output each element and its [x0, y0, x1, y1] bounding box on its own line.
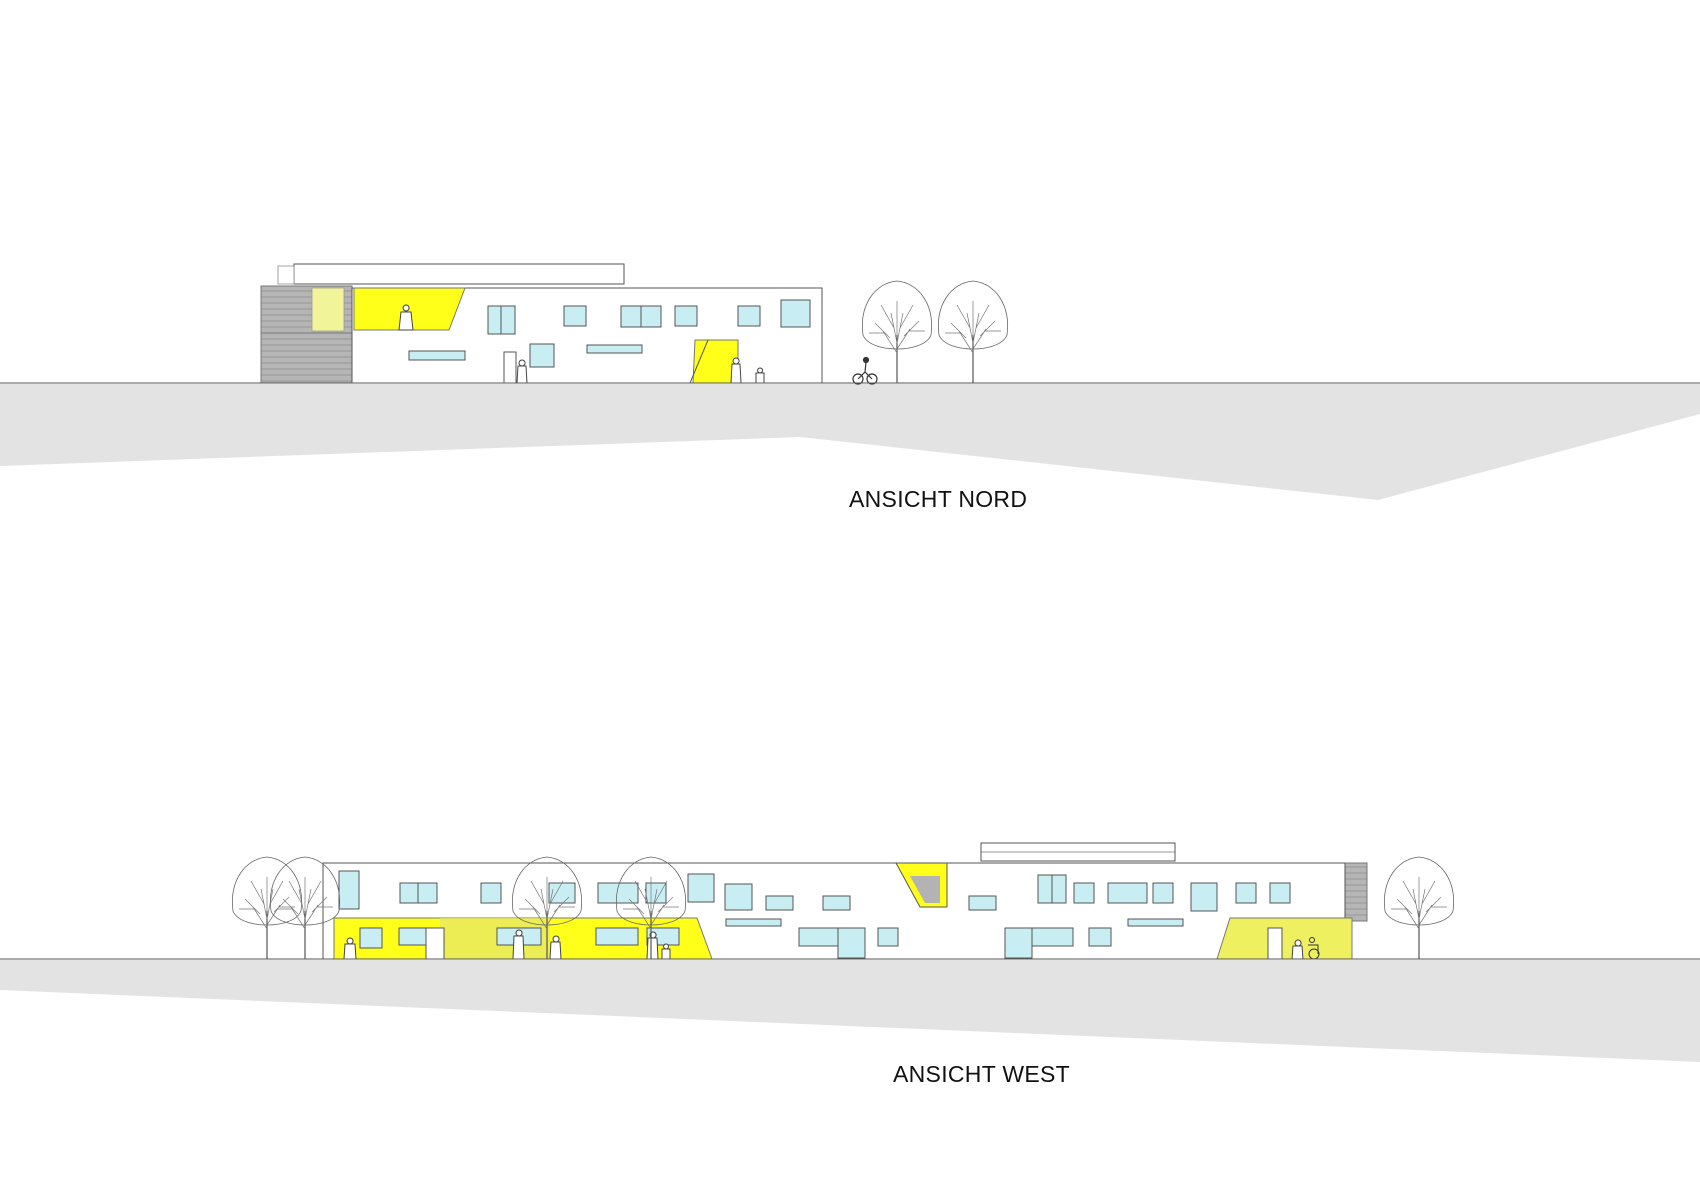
tree-west-5 — [1383, 856, 1455, 960]
entrance-slope — [690, 340, 708, 383]
windows-north — [409, 300, 810, 367]
rooftop-unit-small — [278, 266, 294, 284]
elevation-title-west: ANSICHT WEST — [893, 1061, 1070, 1087]
elevation-north — [0, 264, 1700, 500]
tree-north-2 — [937, 280, 1009, 384]
elevation-title-north: ANSICHT NORD — [849, 486, 1028, 512]
ground-section-west — [0, 960, 1700, 1062]
recess-shadow — [910, 876, 940, 903]
yellow-zone-west-right — [1217, 918, 1352, 959]
elevation-west — [0, 843, 1700, 1062]
yellow-balcony-north — [354, 288, 465, 330]
people-west — [344, 930, 1303, 959]
annex-lower-cladding — [261, 333, 368, 383]
windows-west-upper — [339, 871, 1290, 926]
annex-yellow-pane — [312, 288, 344, 331]
ground-section-north — [0, 384, 1700, 500]
side-cladding-west — [1345, 863, 1367, 921]
door-north — [504, 352, 516, 383]
door-west-right — [1268, 928, 1282, 959]
rooftop-unit — [294, 264, 624, 284]
people-north — [399, 305, 764, 383]
tree-north-1 — [861, 280, 933, 384]
cyclist-north — [853, 358, 877, 385]
door-west-left — [426, 928, 444, 959]
windows-west-lower — [360, 928, 1111, 958]
